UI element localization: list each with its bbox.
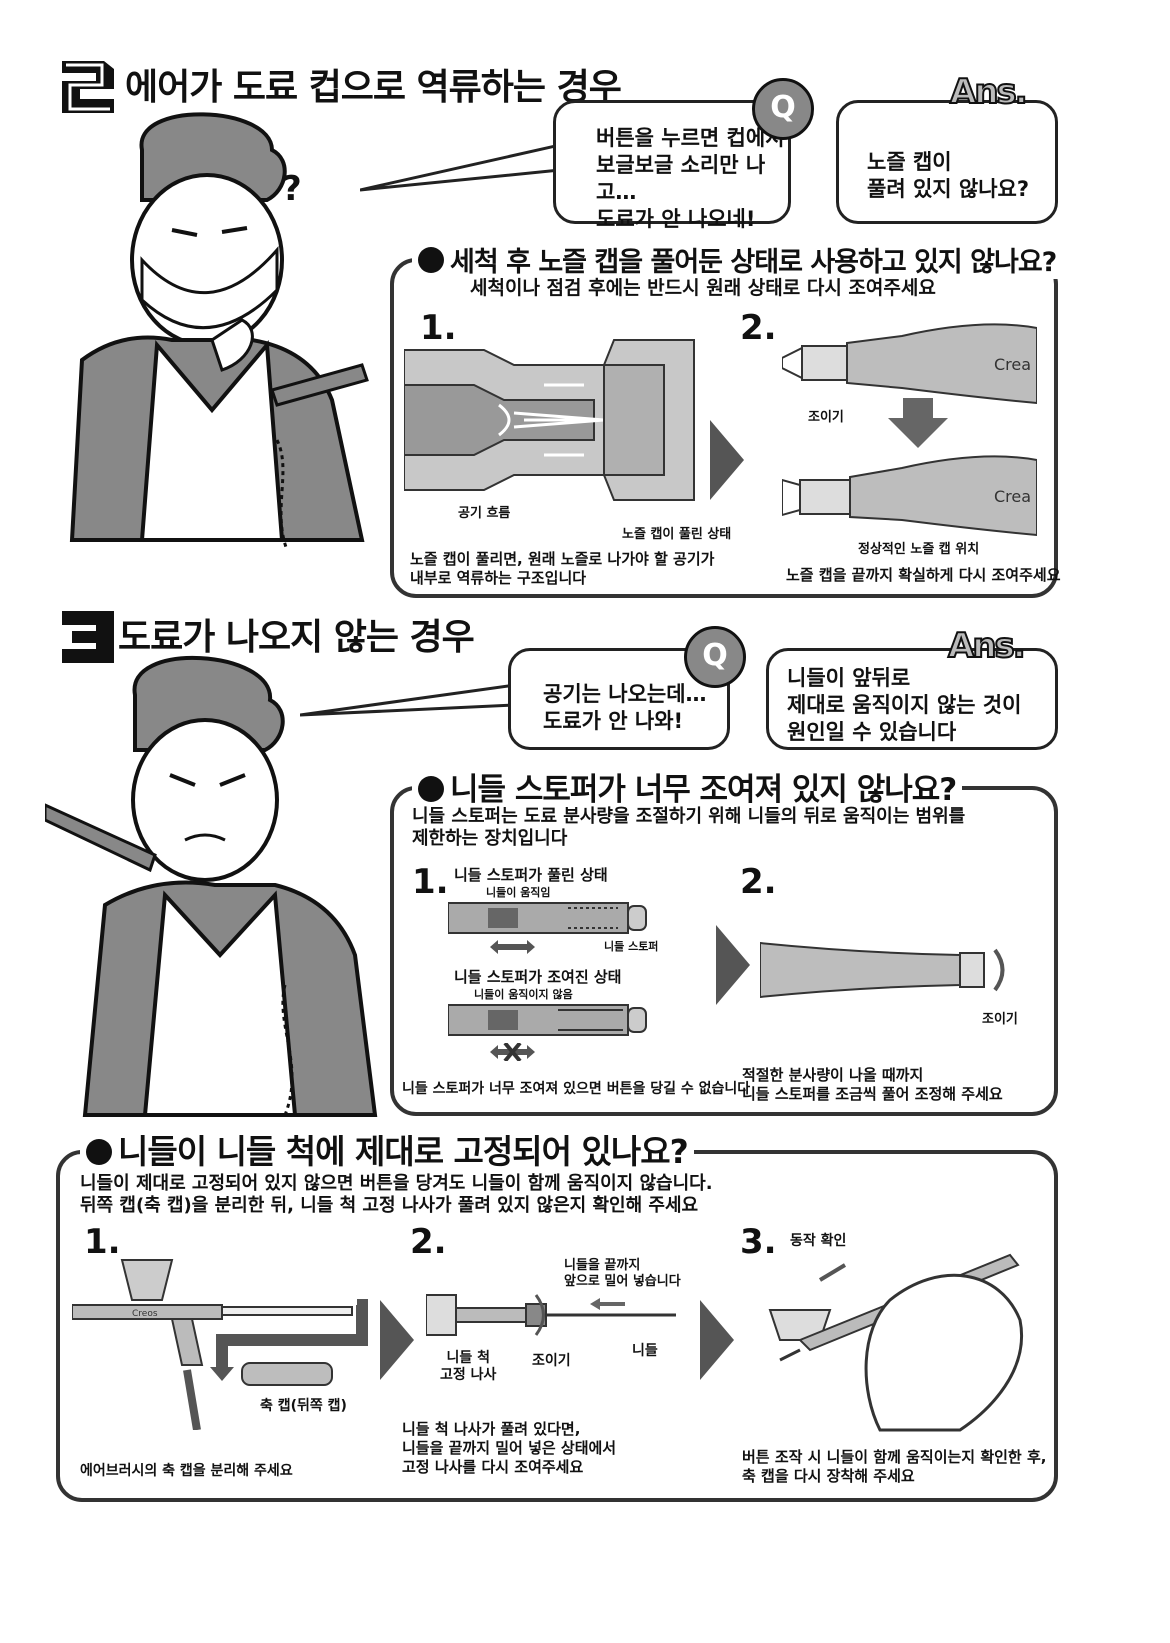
label-push-needle: 니들을 끝까지 앞으로 밀어 넣습니다 bbox=[564, 1258, 681, 1289]
label-state-loose: 니들 스토퍼가 풀린 상태 bbox=[454, 866, 608, 884]
answer-bubble-2: 니들이 앞뒤로 제대로 움직이지 않는 것이 원인일 수 있습니다 bbox=[766, 648, 1058, 750]
arrow-right-icon bbox=[716, 925, 750, 1005]
figure-nozzle-tight: Crea bbox=[782, 455, 1037, 537]
label-axis-cap: 축 캡(뒤쪽 캡) bbox=[260, 1398, 347, 1414]
panel-nozzle-cap-sub: 세척이나 점검 후에는 반드시 원래 상태로 다시 조여주세요 bbox=[470, 277, 936, 299]
figure-nozzle-loose: Crea bbox=[782, 323, 1037, 405]
bullet-icon bbox=[86, 1139, 112, 1165]
label-check-action: 동작 확인 bbox=[790, 1233, 847, 1249]
arrow-right-icon bbox=[700, 1300, 734, 1380]
label-needle: 니들 bbox=[632, 1343, 658, 1359]
step-3: 3. bbox=[740, 1222, 777, 1262]
step-2: 2. bbox=[740, 308, 777, 348]
caption-nozzle-2: 노즐 캡을 끝까지 확실하게 다시 조여주세요 bbox=[786, 566, 1061, 584]
ans-icon: Ans. bbox=[949, 71, 1029, 113]
section-3-title: 도료가 나오지 않는 경우 bbox=[118, 617, 475, 658]
panel-needle-chuck-sub: 니들이 제대로 고정되어 있지 않으면 버튼을 당겨도 니들이 함께 움직이지 … bbox=[80, 1173, 713, 1216]
speech-tail bbox=[360, 143, 560, 192]
figure-airbrush-disassembly: Creos bbox=[72, 1259, 368, 1430]
bullet-icon bbox=[418, 247, 444, 273]
caption-chuck-3: 버튼 조작 시 니들이 함께 움직이는지 확인한 후, 축 캡을 다시 장착해 … bbox=[742, 1448, 1047, 1485]
caption-chuck-2: 니들 척 나사가 풀려 있다면, 니들을 끝까지 밀어 넣은 상태에서 고정 나… bbox=[402, 1420, 617, 1476]
label-tighten: 조이기 bbox=[808, 410, 844, 425]
q-icon: Q bbox=[684, 626, 746, 688]
q-icon: Q bbox=[752, 78, 814, 140]
figure-stopper-tight bbox=[448, 1004, 647, 1036]
caption-nozzle-1: 노즐 캡이 풀리면, 원래 노즐로 나가야 할 공기가 내부로 역류하는 구조입… bbox=[410, 550, 715, 587]
label-tighten: 조이기 bbox=[532, 1353, 571, 1369]
step-2: 2. bbox=[740, 862, 777, 902]
figure-stopper-loose bbox=[448, 902, 647, 934]
double-arrow-icon bbox=[490, 940, 535, 954]
illustration-man-thinking: ? bbox=[69, 112, 369, 551]
label-needle-not-moves: 니들이 움직이지 않음 bbox=[474, 988, 573, 1001]
step-2: 2. bbox=[410, 1222, 447, 1262]
section-2-title: 에어가 도료 컵으로 역류하는 경우 bbox=[125, 67, 622, 108]
blocked-arrow-icon bbox=[490, 1043, 535, 1061]
step-1: 1. bbox=[420, 308, 457, 348]
svg-text:?: ? bbox=[282, 169, 302, 209]
answer-bubble-1: 노즐 캡이 풀려 있지 않나요? bbox=[836, 100, 1058, 224]
step-1: 1. bbox=[84, 1222, 121, 1262]
figure-nozzle-cross-section bbox=[404, 339, 695, 501]
label-chuck-screw: 니들 척 고정 나사 bbox=[440, 1350, 497, 1383]
panel-nozzle-cap-heading: 세척 후 노즐 캡을 풀어둔 상태로 사용하고 있지 않나요? bbox=[412, 240, 1063, 279]
brand-label: Creos bbox=[132, 1309, 158, 1319]
ans-icon: Ans. bbox=[947, 625, 1027, 667]
label-needle-stopper: 니들 스토퍼 bbox=[604, 940, 659, 953]
label-state-tight: 니들 스토퍼가 조여진 상태 bbox=[454, 968, 622, 986]
panel-needle-stopper-heading: 니들 스토퍼가 너무 조여져 있지 않나요? bbox=[412, 764, 963, 809]
figure-stopper-adjust bbox=[760, 941, 1005, 999]
arrow-right-icon bbox=[380, 1300, 414, 1380]
caption-stopper-2: 적절한 분사량이 나올 때까지 니들 스토퍼를 조금씩 풀어 조정해 주세요 bbox=[742, 1066, 1003, 1103]
caption-chuck-1: 에어브러시의 축 캡을 분리해 주세요 bbox=[80, 1463, 293, 1479]
figure-needle-chuck bbox=[426, 1294, 676, 1336]
speech-tail bbox=[300, 683, 515, 717]
panel-needle-chuck-heading: 니들이 니들 척에 제대로 고정되어 있나요? bbox=[80, 1125, 694, 1173]
label-cap-loose: 노즐 캡이 풀린 상태 bbox=[622, 527, 732, 542]
bullet-icon bbox=[418, 776, 444, 802]
question-bubble-1: 버튼을 누르면 컵에서 보글보글 소리만 나고… 도료가 안 나오네! bbox=[553, 100, 791, 231]
down-arrow-icon bbox=[888, 398, 948, 448]
caption-stopper-1: 니들 스토퍼가 너무 조여져 있으면 버튼을 당길 수 없습니다 bbox=[402, 1081, 751, 1097]
label-normal-position: 정상적인 노즐 캡 위치 bbox=[858, 542, 980, 557]
arrow-right-icon bbox=[710, 420, 744, 500]
label-needle-moves: 니들이 움직임 bbox=[486, 886, 551, 899]
svg-text:Crea: Crea bbox=[994, 487, 1031, 506]
svg-text:Crea: Crea bbox=[994, 355, 1031, 374]
section-2-number-badge bbox=[58, 55, 118, 117]
label-tighten: 조이기 bbox=[982, 1012, 1018, 1027]
step-1: 1. bbox=[412, 862, 449, 902]
figure-hand-operation bbox=[768, 1253, 1023, 1432]
illustration-man-puzzled bbox=[45, 655, 378, 1117]
panel-needle-stopper-sub: 니들 스토퍼는 도료 분사량을 조절하기 위해 니들의 뒤로 움직이는 범위를 … bbox=[412, 806, 966, 849]
section-3-number-badge bbox=[58, 605, 118, 667]
label-air-flow: 공기 흐름 bbox=[458, 506, 511, 521]
